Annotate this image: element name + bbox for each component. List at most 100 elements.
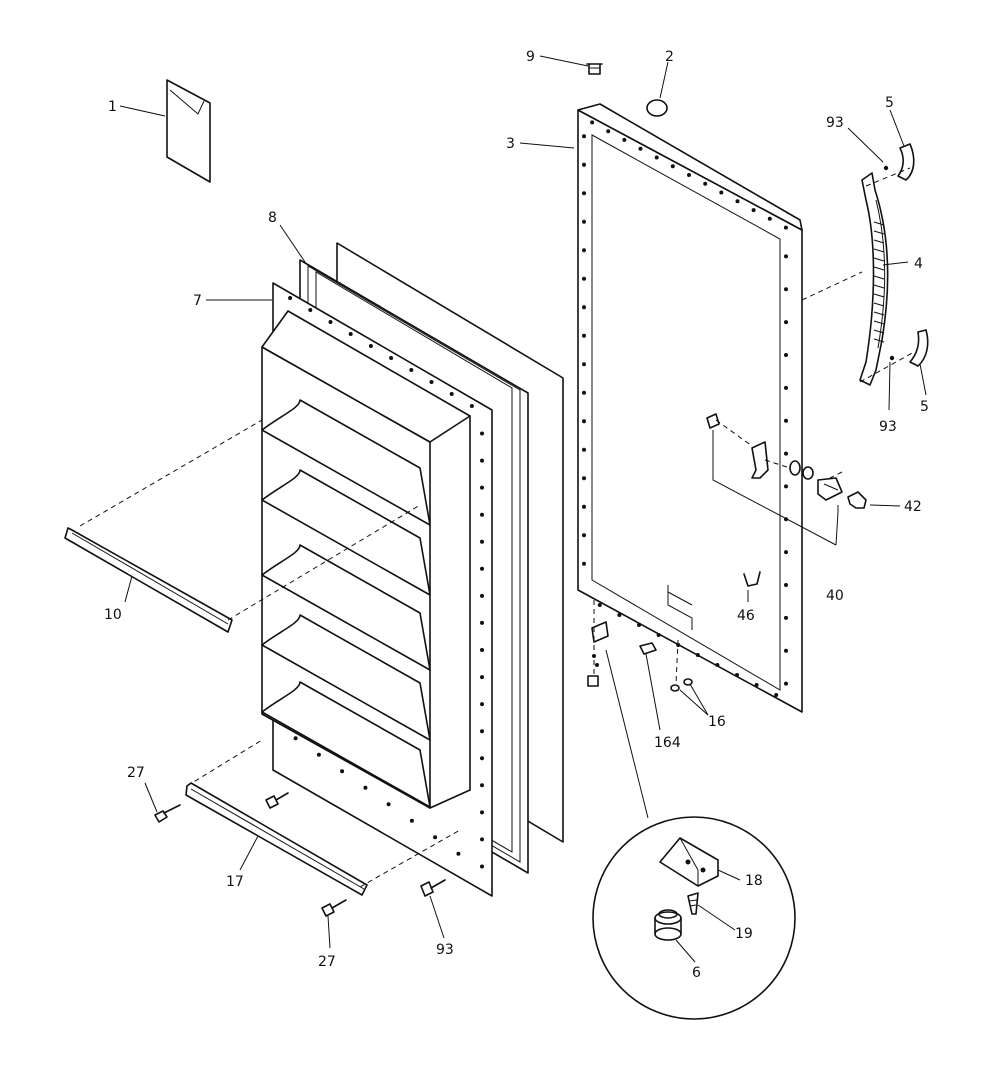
shelf-divider xyxy=(261,614,431,741)
part-9-plug xyxy=(586,63,603,75)
label-part-18: 18 xyxy=(745,873,763,889)
liner-hole xyxy=(433,835,438,840)
liner-hole xyxy=(480,729,484,734)
part-5-bottom-end-cap xyxy=(909,329,929,367)
door-hole xyxy=(582,333,586,338)
liner-hole xyxy=(480,593,484,598)
liner-hole xyxy=(328,320,333,324)
liner-hole xyxy=(340,769,345,774)
door-hole xyxy=(687,173,691,177)
liner-hole xyxy=(480,485,484,490)
shelf-divider xyxy=(261,399,431,526)
door-hole xyxy=(582,219,586,224)
part-1-literature-sheet xyxy=(166,79,211,183)
door-hole xyxy=(784,418,788,423)
label-part-2: 2 xyxy=(665,49,674,65)
door-hole xyxy=(590,120,595,125)
label-part-10: 10 xyxy=(104,607,122,623)
door-hole xyxy=(582,447,586,452)
liner-hole xyxy=(480,539,484,544)
label-part-8: 8 xyxy=(268,210,277,226)
door-hole xyxy=(582,561,586,566)
liner-hole xyxy=(480,864,484,869)
handle-rib xyxy=(873,338,885,343)
liner-hole xyxy=(363,785,368,790)
label-part-7: 7 xyxy=(193,293,202,309)
shelf-divider xyxy=(261,681,431,808)
door-hole xyxy=(656,633,661,637)
handle-rib xyxy=(873,302,885,307)
door-hole xyxy=(670,164,675,169)
label-part-42: 42 xyxy=(904,499,922,515)
label-part-5-bottom: 5 xyxy=(920,399,929,415)
label-part-19: 19 xyxy=(735,926,753,942)
lower-hinge-parts xyxy=(587,621,609,687)
handle-rib xyxy=(873,239,885,244)
handle-rib xyxy=(873,221,885,226)
door-hole xyxy=(582,533,586,538)
liner-hole xyxy=(480,566,484,571)
handle-rib xyxy=(873,320,885,325)
liner-hole xyxy=(308,308,313,312)
liner-mounting-holes xyxy=(288,296,484,869)
shelf-divider xyxy=(261,469,431,596)
door-hole xyxy=(597,603,602,607)
door-hole xyxy=(784,320,788,325)
liner-hole xyxy=(368,344,373,348)
part-27-screw-left xyxy=(154,804,181,823)
label-part-164: 164 xyxy=(654,735,681,751)
liner-hole xyxy=(480,810,484,815)
door-hole xyxy=(767,216,772,221)
liner-hole xyxy=(316,752,321,757)
label-part-16: 16 xyxy=(708,714,726,730)
handle-grip-ribs xyxy=(873,221,885,343)
label-part-46: 46 xyxy=(737,608,755,624)
label-part-17: 17 xyxy=(226,874,244,890)
door-hole xyxy=(719,190,724,195)
door-hole xyxy=(582,390,586,395)
door-hole xyxy=(654,155,659,160)
door-hole xyxy=(695,653,700,657)
part-labels: 1 9 2 3 8 7 93 5 4 93 5 42 40 46 164 16 … xyxy=(104,49,929,981)
liner-hole xyxy=(480,756,484,761)
liner-hole xyxy=(480,648,484,652)
label-part-93-top: 93 xyxy=(826,115,844,131)
door-hole xyxy=(784,648,788,653)
liner-hole xyxy=(480,702,484,707)
label-part-4: 4 xyxy=(914,256,923,272)
liner-hole xyxy=(293,736,298,741)
liner-hole xyxy=(480,512,484,517)
liner-hole xyxy=(456,851,461,856)
handle-rib xyxy=(873,311,885,316)
liner-hole xyxy=(480,431,484,436)
door-hole xyxy=(735,673,739,677)
door-hole xyxy=(582,191,586,196)
door-hole xyxy=(582,162,586,167)
label-part-3: 3 xyxy=(506,136,515,152)
liner-hole xyxy=(480,620,484,625)
handle-rib xyxy=(873,230,885,235)
door-hole xyxy=(784,615,788,620)
label-part-6: 6 xyxy=(692,965,701,981)
part-2-round-cap xyxy=(646,99,668,117)
label-part-93-bottom: 93 xyxy=(436,942,454,958)
handle-rib xyxy=(873,257,885,262)
liner-hole xyxy=(288,296,293,300)
liner-hole xyxy=(348,332,353,336)
door-hole xyxy=(751,208,756,213)
label-part-27-bottom: 27 xyxy=(318,954,336,970)
liner-hole xyxy=(409,368,414,372)
door-hole xyxy=(582,305,586,310)
door-hole xyxy=(637,623,641,627)
liner-hole xyxy=(409,818,414,823)
door-hole xyxy=(606,129,611,134)
part-27-screw-bottom xyxy=(321,899,347,917)
door-hole xyxy=(754,683,759,687)
door-hole xyxy=(582,248,586,253)
shelf-dividers xyxy=(261,399,431,808)
door-hole xyxy=(784,583,788,587)
label-part-27-left: 27 xyxy=(127,765,145,781)
handle-rib xyxy=(873,266,885,271)
door-shelving-unit xyxy=(261,310,471,809)
part-93-screw-top xyxy=(883,165,889,171)
